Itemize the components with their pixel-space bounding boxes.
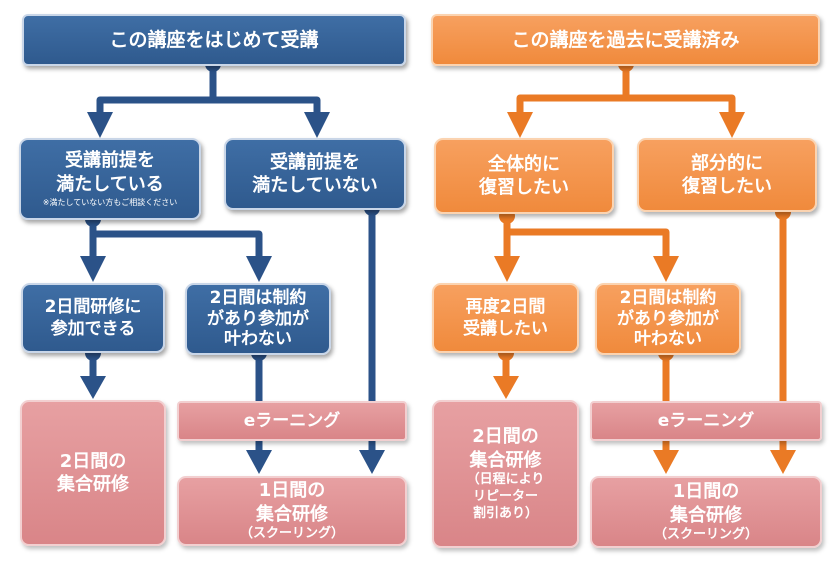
- right-2day-line1: 2日間の: [472, 426, 539, 448]
- right-branch-a-box: 全体的に 復習したい: [434, 138, 614, 214]
- left-branch-a-box: 受講前提を 満たしている ※満たしていない方もご相談ください: [19, 138, 201, 220]
- right-a-split-line-right: [507, 228, 670, 265]
- right-branch-b-line2: 復習したい: [682, 176, 772, 197]
- left-option-b-line3: 叶わない: [224, 329, 292, 350]
- right-option-a-box: 再度2日間 受講したい: [432, 283, 579, 353]
- right-option-a-line2: 受講したい: [463, 319, 548, 339]
- right-1day-line2: 集合研修: [670, 504, 742, 526]
- right-1day-sub: （スクーリング）: [653, 526, 758, 542]
- left-branch-a-line1: 受講前提を: [65, 150, 155, 172]
- left-1day-training-box: 1日間の 集合研修 （スクーリング）: [177, 476, 407, 546]
- left-branch-a-note: ※満たしていない方もご相談ください: [42, 198, 178, 208]
- right-2day-sub2: リピーター: [472, 488, 538, 504]
- right-option-b-line3: 叶わない: [634, 329, 702, 350]
- left-option-a-line1: 2日間研修に: [44, 296, 142, 317]
- left-branch-b-line2: 満たしていない: [252, 175, 378, 196]
- right-option-a-line1: 再度2日間: [465, 296, 546, 317]
- right-2day-sub1: （日程により: [466, 472, 545, 488]
- left-a-split-line-right: [93, 230, 263, 265]
- right-branch-a-line2: 復習したい: [479, 177, 569, 198]
- right-title-split-line: [516, 66, 630, 128]
- left-1day-line2: 集合研修: [256, 503, 328, 525]
- arrowhead: [80, 256, 106, 282]
- left-2day-line2: 集合研修: [57, 474, 129, 495]
- right-option-b-line1: 2日間は制約: [619, 288, 717, 309]
- right-option-b-line2: があり参加が: [617, 308, 719, 329]
- arrowhead: [246, 256, 272, 282]
- left-2day-line1: 2日間の: [59, 450, 127, 472]
- right-title-split-line-right: [626, 94, 736, 128]
- arrowhead: [359, 450, 385, 474]
- left-1day-sub: （スクーリング）: [239, 525, 344, 541]
- right-arrowheads: [493, 112, 796, 474]
- right-2day-sub3: 割引あり）: [472, 505, 538, 521]
- left-1day-line1: 1日間の: [258, 480, 326, 502]
- right-title-box: この講座を過去に受講済み: [431, 14, 820, 66]
- left-elearning-label: eラーニング: [243, 410, 341, 431]
- arrowhead: [304, 112, 330, 138]
- left-title-box: この講座をはじめて受講: [22, 14, 406, 66]
- left-title: この講座をはじめて受講: [109, 28, 319, 51]
- right-branch-b-line1: 部分的に: [691, 152, 763, 174]
- left-option-a-box: 2日間研修に 参加できる: [21, 283, 165, 353]
- left-branch-b-line1: 受講前提を: [270, 151, 360, 173]
- right-title: この講座を過去に受講済み: [511, 28, 740, 51]
- right-1day-training-box: 1日間の 集合研修 （スクーリング）: [590, 476, 822, 548]
- arrowhead: [80, 376, 106, 399]
- left-2day-training-box: 2日間の 集合研修: [20, 400, 166, 546]
- left-branch-b-box: 受講前提を 満たしていない: [224, 138, 406, 210]
- left-option-b-line2: があり参加が: [207, 308, 309, 329]
- right-branch-a-line1: 全体的に: [488, 153, 560, 175]
- arrowhead: [87, 112, 113, 138]
- right-elearning-label: eラーニング: [657, 410, 755, 431]
- arrowhead: [653, 450, 679, 474]
- arrowhead: [719, 112, 745, 138]
- right-elearning-box: eラーニング: [590, 401, 822, 441]
- right-option-b-box: 2日間は制約 があり参加が 叶わない: [595, 283, 741, 355]
- left-option-b-line1: 2日間は制約: [209, 288, 307, 309]
- right-2day-training-box: 2日間の 集合研修 （日程により リピーター 割引あり）: [432, 400, 579, 548]
- arrowhead: [507, 112, 533, 138]
- right-2day-line2: 集合研修: [469, 449, 542, 471]
- left-title-split-line: [96, 66, 217, 128]
- left-elearning-box: eラーニング: [177, 401, 407, 441]
- left-option-b-box: 2日間は制約 があり参加が 叶わない: [185, 283, 331, 355]
- arrowhead: [770, 450, 796, 474]
- arrowhead: [246, 450, 272, 474]
- arrowhead: [653, 256, 679, 282]
- left-option-a-line2: 参加できる: [50, 319, 136, 339]
- arrowhead: [493, 376, 519, 399]
- arrowhead: [494, 256, 520, 282]
- left-arrowheads: [80, 112, 385, 474]
- left-branch-a-line2: 満たしている: [56, 173, 164, 195]
- right-1day-line1: 1日間の: [672, 481, 740, 503]
- right-branch-b-box: 部分的に 復習したい: [637, 138, 817, 212]
- left-title-split-line-right: [213, 96, 321, 128]
